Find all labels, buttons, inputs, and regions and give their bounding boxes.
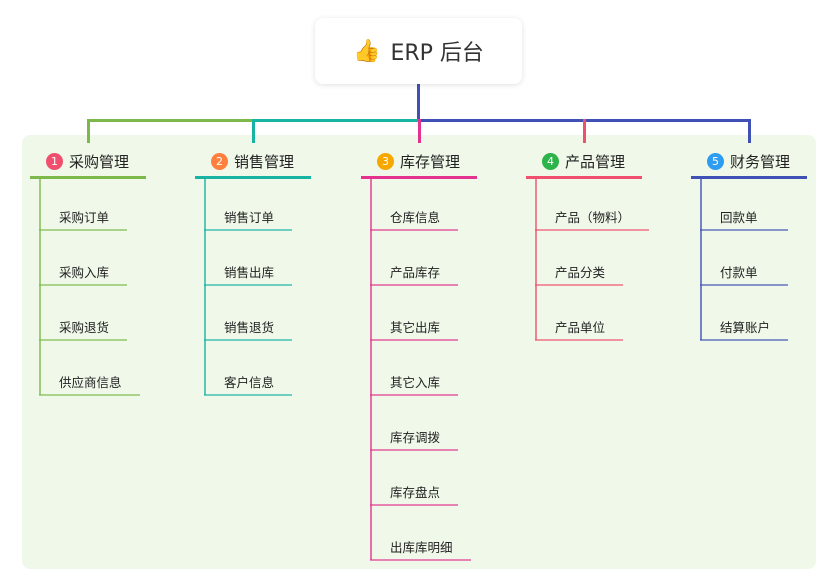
leaf-item[interactable]: 付款单 — [720, 265, 758, 280]
number-badge: 1 — [46, 153, 63, 170]
leaf-underline — [370, 504, 458, 506]
leaf-trunk — [535, 178, 537, 340]
branch-underline — [30, 176, 146, 179]
connector-v — [583, 119, 586, 143]
root-title: ERP 后台 — [390, 41, 484, 66]
leaf-item[interactable]: 库存调拨 — [390, 430, 441, 445]
leaf-item[interactable]: 客户信息 — [224, 375, 275, 390]
leaf-underline — [700, 339, 788, 341]
connector-h — [418, 119, 586, 122]
leaf-underline — [204, 339, 292, 341]
branch-title: 产品管理 — [565, 153, 626, 171]
leaf-underline — [700, 284, 788, 286]
leaf-underline — [535, 284, 623, 286]
thumbs-up-icon: 👍 — [353, 38, 381, 64]
leaf-item[interactable]: 回款单 — [720, 210, 758, 225]
connector-h — [87, 119, 255, 122]
number-badge: 2 — [211, 153, 228, 170]
leaf-underline — [535, 229, 649, 231]
branch-title: 财务管理 — [730, 153, 791, 171]
branch-2[interactable]: 2 销售管理 — [211, 151, 294, 172]
leaf-item[interactable]: 其它出库 — [390, 320, 441, 335]
leaf-underline — [39, 229, 127, 231]
leaf-underline — [370, 339, 458, 341]
leaf-underline — [39, 394, 140, 396]
branch-title: 库存管理 — [400, 153, 461, 171]
leaf-underline — [370, 559, 471, 561]
leaf-item[interactable]: 供应商信息 — [59, 375, 122, 390]
branch-underline — [361, 176, 477, 179]
number-badge: 3 — [377, 153, 394, 170]
leaf-underline — [370, 284, 458, 286]
leaf-underline — [204, 229, 292, 231]
number-badge: 4 — [542, 153, 559, 170]
leaf-item[interactable]: 产品单位 — [555, 320, 606, 335]
leaf-item[interactable]: 库存盘点 — [390, 485, 441, 500]
leaf-underline — [370, 449, 458, 451]
leaf-trunk — [700, 178, 702, 340]
branch-3[interactable]: 3 库存管理 — [377, 151, 460, 172]
number-badge: 5 — [707, 153, 724, 170]
leaf-trunk — [370, 178, 372, 560]
leaf-underline — [39, 339, 127, 341]
leaf-underline — [535, 339, 623, 341]
branch-4[interactable]: 4 产品管理 — [542, 151, 625, 172]
leaf-item[interactable]: 采购订单 — [59, 210, 110, 225]
root-node[interactable]: 👍 ERP 后台 — [315, 18, 522, 84]
leaf-item[interactable]: 其它入库 — [390, 375, 441, 390]
connector-h — [252, 119, 421, 122]
branch-title: 采购管理 — [69, 153, 130, 171]
leaf-underline — [204, 394, 292, 396]
leaf-item[interactable]: 采购入库 — [59, 265, 110, 280]
leaf-underline — [370, 229, 458, 231]
leaf-underline — [370, 394, 458, 396]
leaf-underline — [39, 284, 127, 286]
branch-1[interactable]: 1 采购管理 — [46, 151, 129, 172]
connector-v — [87, 119, 90, 143]
branch-underline — [691, 176, 807, 179]
leaf-item[interactable]: 产品分类 — [555, 265, 606, 280]
connector-v — [748, 119, 751, 143]
branch-underline — [195, 176, 311, 179]
branch-title: 销售管理 — [234, 153, 295, 171]
leaf-item[interactable]: 销售订单 — [224, 210, 275, 225]
leaf-item[interactable]: 出库库明细 — [390, 540, 453, 555]
leaf-item[interactable]: 采购退货 — [59, 320, 110, 335]
branch-underline — [526, 176, 642, 179]
leaf-underline — [700, 229, 788, 231]
leaf-item[interactable]: 销售退货 — [224, 320, 275, 335]
connector-h — [583, 119, 751, 122]
leaf-trunk — [39, 178, 41, 395]
connector-v — [252, 119, 255, 143]
leaf-item[interactable]: 产品（物料） — [555, 210, 631, 225]
root-connector — [417, 84, 420, 121]
leaf-item[interactable]: 结算账户 — [720, 320, 771, 335]
leaf-item[interactable]: 仓库信息 — [390, 210, 441, 225]
leaf-item[interactable]: 产品库存 — [390, 265, 441, 280]
leaf-item[interactable]: 销售出库 — [224, 265, 275, 280]
branch-area-background — [22, 135, 816, 569]
leaf-trunk — [204, 178, 206, 395]
branch-5[interactable]: 5 财务管理 — [707, 151, 790, 172]
connector-v — [418, 119, 421, 143]
leaf-underline — [204, 284, 292, 286]
